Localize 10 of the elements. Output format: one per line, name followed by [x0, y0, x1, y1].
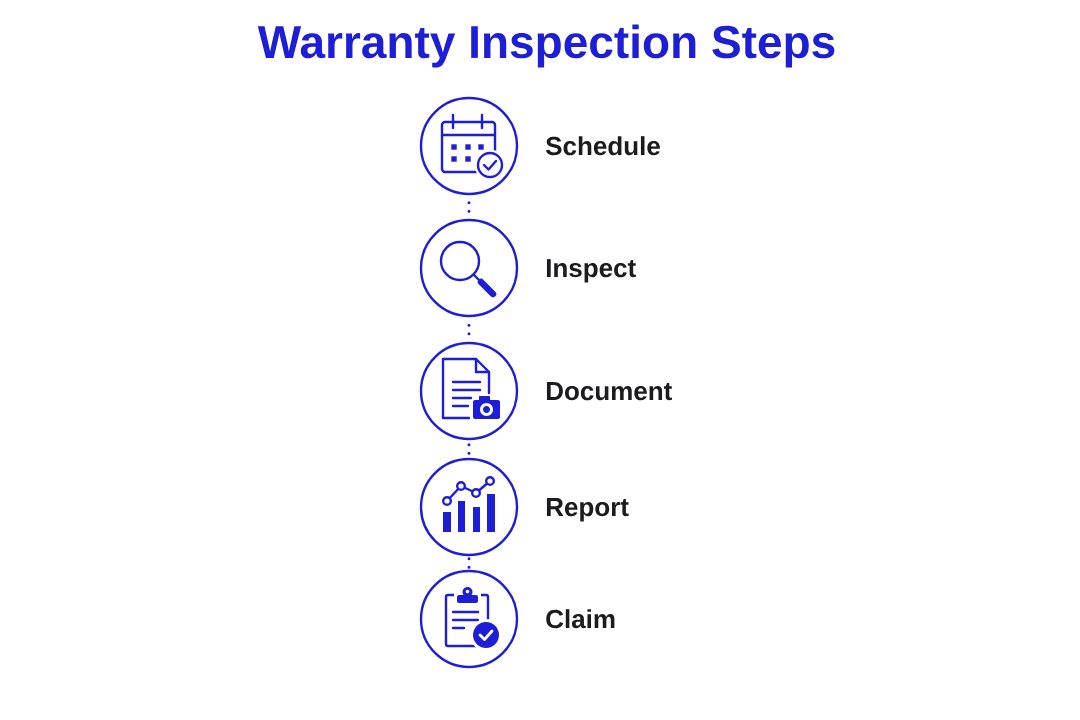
dotted-connector — [467, 443, 471, 455]
step-label: Claim — [546, 609, 615, 629]
dotted-connector — [467, 557, 471, 569]
step-label: Inspect — [546, 259, 636, 283]
step-label: Document — [546, 382, 672, 401]
title: Warranty Inspection Steps — [257, 24, 835, 68]
dotted-connector — [467, 323, 471, 336]
dotted-connector — [467, 201, 471, 213]
step-label: Report — [546, 498, 629, 522]
step-label: Schedule — [545, 136, 660, 156]
